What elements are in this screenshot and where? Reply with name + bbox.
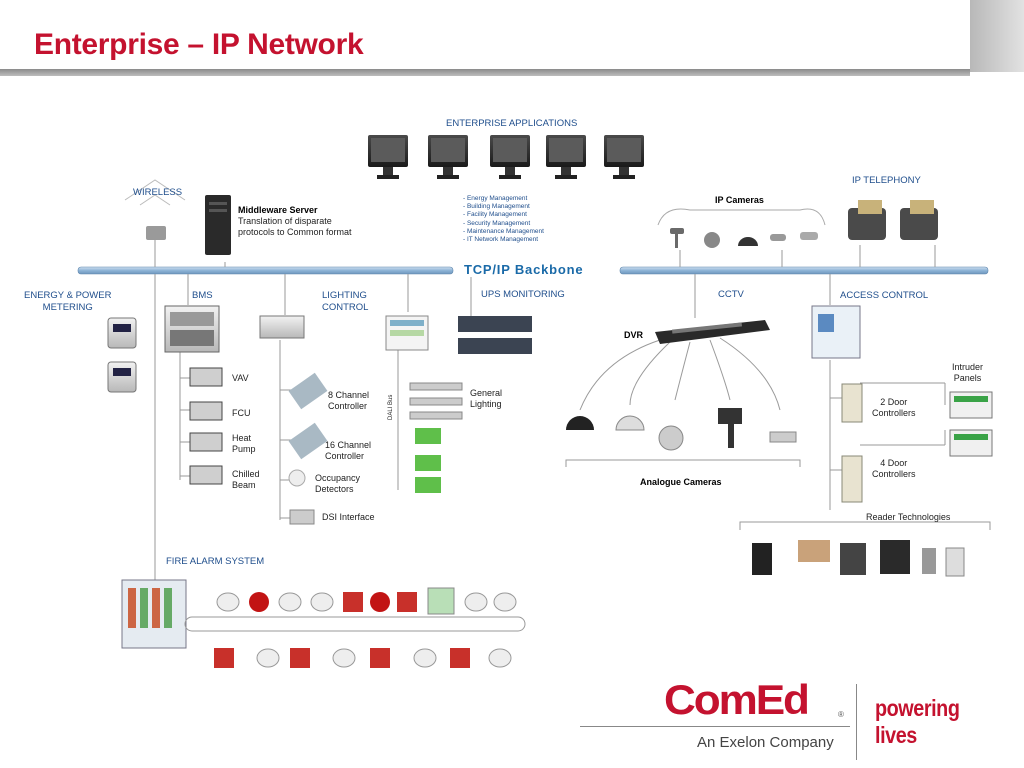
- analogue-camera-icons: [566, 408, 797, 451]
- logo-divider-vertical: [856, 684, 857, 760]
- bms-controller-icon: [164, 305, 220, 353]
- app-item: - Building Management: [463, 203, 530, 211]
- chilled-line2: Beam: [232, 480, 256, 490]
- enterprise-applications-list: - Energy Management - Building Managemen…: [463, 195, 544, 244]
- bms-device-icons: [189, 367, 223, 485]
- ups-icons: [458, 316, 532, 354]
- ch16-label: 16 Channel Controller: [325, 440, 371, 462]
- ip-cameras-bracket: [657, 208, 826, 226]
- cctv-label: CCTV: [718, 289, 744, 300]
- access-control-label: ACCESS CONTROL: [840, 290, 929, 301]
- access-control-icons: [811, 305, 993, 503]
- bms-chilled-beam-label: Chilled Beam: [232, 469, 260, 491]
- lighting-control-label: LIGHTING CONTROL: [322, 290, 368, 314]
- comed-logo: ComEd: [664, 676, 810, 723]
- enterprise-monitors: [368, 135, 644, 179]
- title-underline-bar: [0, 69, 970, 76]
- wireless-label: WIRELESS: [133, 187, 183, 198]
- slide-title: Enterprise – IP Network: [34, 28, 364, 61]
- general-line1: General: [470, 388, 503, 398]
- reader-icons: [752, 540, 965, 577]
- lighting-line2: CONTROL: [322, 302, 369, 313]
- middleware-text: Middleware Server Translation of dispara…: [238, 205, 352, 238]
- two-door-label: 2 Door Controllers: [872, 397, 916, 419]
- intruder-line2: Panels: [953, 373, 982, 383]
- dvr-icon: [655, 320, 770, 344]
- energy-line1: ENERGY & POWER: [24, 290, 112, 301]
- occ-line1: Occupancy: [315, 473, 361, 483]
- tagline: powering lives: [875, 695, 960, 748]
- logo-divider-horizontal: [580, 726, 850, 727]
- occ-line2: Detectors: [315, 484, 354, 494]
- connector-lines: [124, 179, 991, 580]
- intruder-line1: Intruder: [952, 362, 984, 372]
- general-lighting-label: General Lighting: [470, 388, 502, 410]
- four-door-label: 4 Door Controllers: [872, 458, 916, 480]
- dali-bus-label: DALI Bus: [388, 394, 394, 420]
- dsi-interface-label: DSI Interface: [322, 512, 375, 522]
- ip-telephony-label: IP TELEPHONY: [852, 175, 921, 186]
- ch16-line1: 16 Channel: [325, 440, 372, 450]
- bms-label: BMS: [192, 290, 213, 301]
- fire-device-icons: [214, 587, 517, 668]
- analogue-cameras-label: Analogue Cameras: [640, 477, 722, 487]
- lighting-controller-icons: [259, 315, 328, 525]
- fire-alarm-label: FIRE ALARM SYSTEM: [166, 556, 265, 567]
- ip-camera-icons: [670, 228, 818, 248]
- fire-alarm-panel-icon: [121, 579, 187, 649]
- exelon-subtitle: An Exelon Company: [697, 734, 834, 751]
- occupancy-label: Occupancy Detectors: [315, 473, 360, 495]
- bms-vav-label: VAV: [232, 373, 249, 383]
- chilled-line1: Chilled: [232, 469, 260, 479]
- ch8-line2: Controller: [328, 401, 368, 411]
- registered-mark: ®: [838, 710, 844, 719]
- bms-heat-pump-label: Heat Pump: [232, 433, 256, 455]
- general-line2: Lighting: [470, 399, 502, 409]
- two-line1: 2 Door: [880, 397, 908, 407]
- ch16-line2: Controller: [325, 451, 365, 461]
- ip-cameras-label: IP Cameras: [715, 195, 764, 205]
- dvr-label: DVR: [624, 330, 644, 340]
- middleware-line2: protocols to Common format: [238, 227, 352, 237]
- fire-alarm-loop: [184, 616, 526, 632]
- four-line2: Controllers: [872, 469, 916, 479]
- corner-decoration: [970, 0, 1024, 72]
- tcp-ip-backbone: [77, 266, 989, 275]
- app-item: - Security Management: [463, 219, 531, 227]
- heat-line2: Pump: [232, 444, 256, 454]
- two-line2: Controllers: [872, 408, 916, 418]
- app-item: - Facility Management: [463, 211, 527, 219]
- app-item: - Energy Management: [463, 195, 528, 202]
- heat-line1: Heat: [232, 433, 252, 443]
- middleware-title: Middleware Server: [238, 205, 318, 215]
- bms-fcu-label: FCU: [232, 408, 251, 418]
- lighting-line1: LIGHTING: [322, 290, 367, 301]
- ch8-label: 8 Channel Controller: [328, 390, 369, 412]
- middleware-line1: Translation of disparate: [238, 216, 332, 226]
- intruder-panels-label: Intruder Panels: [952, 362, 983, 384]
- reader-technologies-label: Reader Technologies: [866, 512, 951, 522]
- four-line1: 4 Door: [880, 458, 908, 468]
- energy-meter-icons: [107, 317, 137, 393]
- ups-monitoring-label: UPS MONITORING: [481, 289, 565, 300]
- energy-line2: METERING: [42, 302, 93, 313]
- backbone-label: TCP/IP Backbone: [461, 262, 587, 277]
- energy-metering-label: ENERGY & POWER METERING: [24, 290, 111, 314]
- app-item: - Maintenance Management: [463, 227, 544, 235]
- wireless-access-point-icon: [146, 226, 166, 240]
- ip-phone-icons: [848, 200, 938, 240]
- dali-lighting-icons: [385, 315, 463, 493]
- enterprise-applications-label: ENTERPRISE APPLICATIONS: [446, 118, 578, 129]
- ch8-line1: 8 Channel: [328, 390, 370, 400]
- middleware-server-icon: [205, 195, 231, 255]
- app-item: - IT Network Management: [463, 236, 539, 244]
